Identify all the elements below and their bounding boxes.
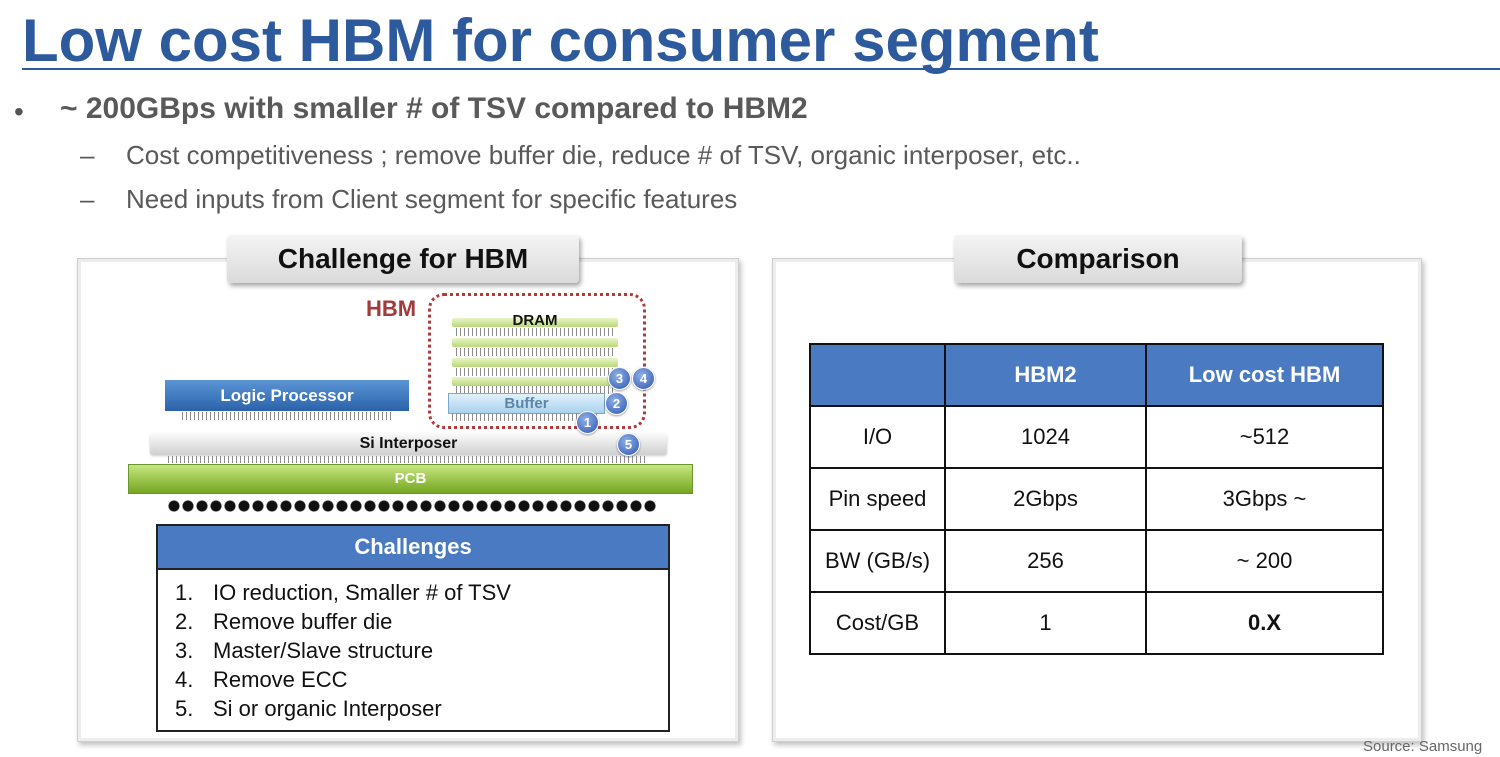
table-header-cell: [809, 343, 946, 407]
sub-bullet-1: Cost competitiveness ; remove buffer die…: [126, 140, 1081, 170]
marker-4-icon: 4: [632, 367, 655, 390]
interposer-bumps: [168, 456, 648, 463]
buffer-bumps: [452, 413, 600, 421]
sub-bullet-dash-2: –: [80, 184, 95, 214]
table-row: Pin speed 2Gbps 3Gbps ~: [809, 467, 1384, 531]
title-underline: [22, 68, 1500, 70]
tsv-pins: [456, 368, 614, 376]
list-item: 3.Master/Slave structure: [175, 638, 434, 663]
list-item: 2.Remove buffer die: [175, 609, 393, 634]
tsv-pins: [456, 386, 614, 394]
table-header-cell: Low cost HBM: [1145, 343, 1384, 407]
table-row: Cost/GB 1 0.X: [809, 591, 1384, 655]
bullet-dot-icon: •: [14, 96, 24, 127]
table-cell: 2Gbps: [944, 467, 1147, 531]
challenges-list: 1.IO reduction, Smaller # of TSV 2.Remov…: [158, 570, 668, 723]
tsv-pins: [456, 348, 614, 356]
marker-3-icon: 3: [608, 367, 631, 390]
solder-balls: [167, 495, 657, 517]
buffer-die: Buffer: [448, 393, 605, 414]
marker-2-icon: 2: [605, 392, 628, 415]
sub-bullet-2: Need inputs from Client segment for spec…: [126, 184, 738, 214]
logic-processor: Logic Processor: [165, 380, 409, 411]
challenges-heading: Challenges: [158, 526, 668, 570]
table-row: I/O 1024 ~512: [809, 405, 1384, 469]
table-cell: 3Gbps ~: [1145, 467, 1384, 531]
comparison-table: HBM2 Low cost HBM I/O 1024 ~512 Pin spee…: [809, 343, 1384, 655]
slide-title: Low cost HBM for consumer segment: [22, 7, 1099, 74]
list-item: 5.Si or organic Interposer: [175, 696, 442, 721]
list-item: 4.Remove ECC: [175, 667, 348, 692]
si-interposer: Si Interposer: [150, 433, 667, 455]
table-cell: ~ 200: [1145, 529, 1384, 593]
table-cell: 1: [944, 591, 1147, 655]
challenges-box: Challenges 1.IO reduction, Smaller # of …: [156, 524, 670, 732]
dram-layer: [452, 318, 618, 327]
dram-layer: [452, 377, 618, 386]
table-cell: 1024: [944, 405, 1147, 469]
comparison-panel-title: Comparison: [954, 235, 1242, 283]
sub-bullet-dash-1: –: [80, 140, 95, 170]
table-header-cell: HBM2: [944, 343, 1147, 407]
table-cell: BW (GB/s): [809, 529, 946, 593]
challenge-panel-title: Challenge for HBM: [227, 235, 579, 283]
table-cell: Pin speed: [809, 467, 946, 531]
table-cell: 0.X: [1145, 591, 1384, 655]
table-cell: I/O: [809, 405, 946, 469]
main-bullet: ~ 200GBps with smaller # of TSV compared…: [60, 92, 808, 125]
hbm-label: HBM: [366, 296, 417, 321]
marker-1-icon: 1: [576, 411, 599, 434]
pcb: PCB: [128, 464, 693, 494]
logic-bumps: [182, 412, 394, 420]
table-header-row: HBM2 Low cost HBM: [809, 343, 1384, 407]
table-cell: ~512: [1145, 405, 1384, 469]
table-cell: 256: [944, 529, 1147, 593]
marker-5-icon: 5: [617, 433, 640, 456]
hbm-dotted-outline: [428, 293, 646, 429]
table-cell: Cost/GB: [809, 591, 946, 655]
dram-layer: [452, 338, 618, 347]
table-row: BW (GB/s) 256 ~ 200: [809, 529, 1384, 593]
source-credit: Source: Samsung: [1363, 738, 1483, 755]
dram-label: DRAM: [512, 312, 558, 329]
dram-layer: [452, 358, 618, 367]
list-item: 1.IO reduction, Smaller # of TSV: [175, 580, 511, 605]
tsv-pins: [456, 328, 614, 336]
